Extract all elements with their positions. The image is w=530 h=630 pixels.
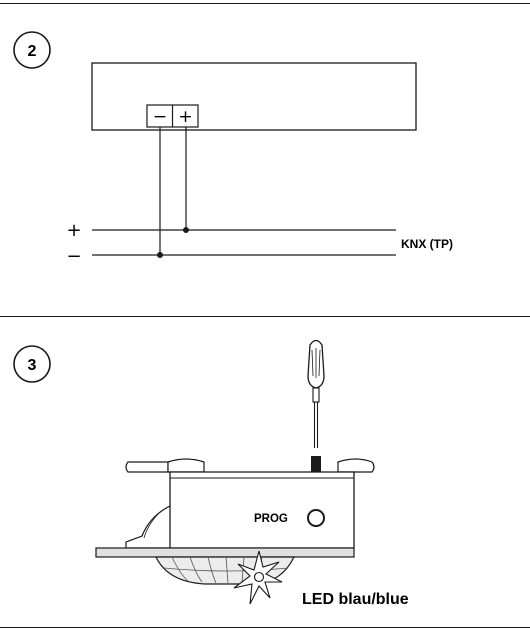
top-border bbox=[0, 3, 530, 4]
programming-illustration: 3 bbox=[13, 339, 409, 608]
bus-label: KNX (TP) bbox=[401, 237, 453, 251]
screwdriver-icon bbox=[307, 339, 325, 448]
prog-label: PROG bbox=[254, 513, 288, 525]
prog-button[interactable] bbox=[307, 509, 325, 527]
bus-minus-sign: − bbox=[66, 246, 81, 267]
junction-plus bbox=[183, 227, 189, 233]
knx-wiring-diagram: 2 − + + − KNX (TP) bbox=[13, 31, 453, 267]
terminal-block: − + bbox=[146, 104, 199, 128]
device-housing bbox=[91, 62, 417, 131]
step-3-panel: 3 bbox=[0, 316, 530, 630]
step-3-badge: 3 bbox=[13, 345, 51, 383]
junction-minus bbox=[157, 252, 163, 258]
base-plate bbox=[95, 547, 355, 558]
led-flash-icon bbox=[233, 550, 283, 605]
step-2-number: 2 bbox=[28, 43, 37, 60]
bus-plus-sign: + bbox=[66, 220, 81, 241]
mounting-bracket bbox=[125, 458, 375, 473]
step-2-panel: 2 − + + − KNX (TP) bbox=[13, 31, 453, 267]
led-label: LED blau/blue bbox=[302, 591, 409, 608]
step-2-badge: 2 bbox=[13, 31, 51, 69]
bottom-border bbox=[0, 627, 530, 628]
step-3-number: 3 bbox=[28, 357, 37, 374]
terminal-plus-label: + bbox=[178, 107, 192, 127]
section-divider bbox=[0, 316, 530, 317]
terminal-minus-label: − bbox=[153, 107, 167, 127]
